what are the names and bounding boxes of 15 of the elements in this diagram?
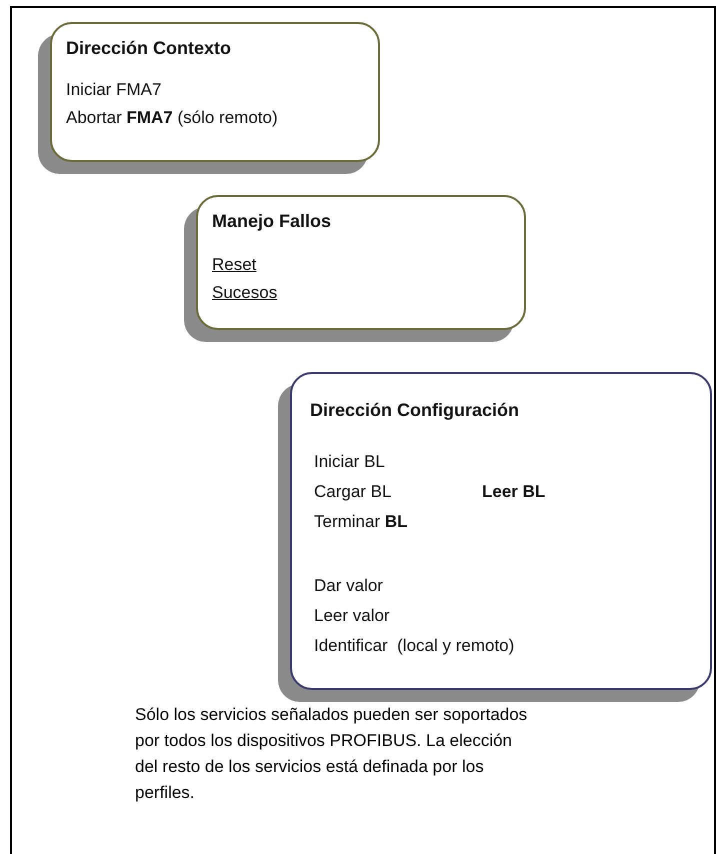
service-name: Abortar FMA7 (sólo remoto) xyxy=(66,108,278,128)
service-name: Leer BL xyxy=(482,482,546,502)
service-name: Iniciar BL xyxy=(314,452,385,472)
service-name: Sucesos xyxy=(212,283,278,303)
service-name: Terminar BL xyxy=(314,512,408,532)
group-heading: Dirección Configuración xyxy=(310,400,520,421)
group-heading: Manejo Fallos xyxy=(212,211,332,232)
service-name: Dar valor xyxy=(314,576,383,596)
service-name: Identificar (local y remoto) xyxy=(314,636,514,656)
group-heading: Dirección Contexto xyxy=(66,38,232,59)
service-name: Iniciar FMA7 xyxy=(66,80,162,100)
service-name: Leer valor xyxy=(314,606,390,626)
footnote-text: Sólo los servicios señalados pueden ser soportados por todos los dispositivos PROFIBUS. La elección del resto de los servicios está definada por los perfiles. xyxy=(135,704,528,804)
service-name: Cargar BL xyxy=(314,482,392,502)
service-name: Reset xyxy=(212,255,256,275)
